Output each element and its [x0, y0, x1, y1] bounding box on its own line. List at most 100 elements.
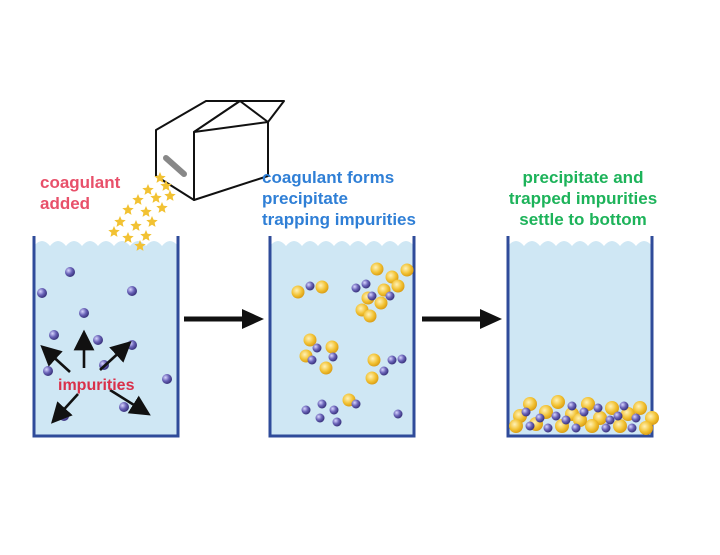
beaker-2-precipitate	[291, 262, 414, 407]
impurity-particle-icon	[305, 281, 315, 291]
right-arrow-icon	[184, 309, 264, 329]
impurity-particle-icon	[65, 267, 75, 277]
precipitate-floc-icon	[391, 279, 405, 293]
beaker-3-sediment	[509, 395, 659, 435]
precipitate-floc-icon	[400, 263, 414, 277]
coagulant-star-icon	[114, 216, 126, 227]
beaker-2-impurities	[301, 279, 407, 427]
coagulant-star-icon	[164, 190, 176, 201]
impurity-particle-icon	[49, 330, 59, 340]
precipitate-floc-icon	[633, 401, 647, 415]
impurity-particle-icon	[315, 413, 325, 423]
impurity-particle-icon	[521, 407, 531, 417]
impurity-particle-icon	[119, 402, 129, 412]
impurity-particle-icon	[37, 288, 47, 298]
impurity-particle-icon	[307, 355, 317, 365]
precipitate-floc-icon	[325, 340, 339, 354]
precipitate-floc-icon	[374, 296, 388, 310]
coagulant-star-icon	[134, 240, 146, 251]
precipitate-floc-icon	[367, 353, 381, 367]
coagulant-star-icon	[142, 184, 154, 195]
coagulant-star-icon	[140, 230, 152, 241]
label-settle: precipitate and trapped impurities settl…	[498, 167, 668, 230]
impurity-particle-icon	[79, 308, 89, 318]
impurity-particle-icon	[351, 283, 361, 293]
coagulant-stars	[108, 172, 176, 251]
precipitate-floc-icon	[573, 413, 587, 427]
coagulant-star-icon	[140, 206, 152, 217]
precipitate-floc-icon	[315, 280, 329, 294]
impurity-particle-icon	[631, 413, 641, 423]
impurity-arrows	[40, 329, 151, 424]
impurity-particle-icon	[329, 405, 339, 415]
precipitate-floc-icon	[509, 419, 523, 433]
label-line: precipitate	[262, 189, 348, 208]
impurity-particle-icon	[317, 399, 327, 409]
impurity-particle-icon	[328, 352, 338, 362]
precipitate-floc-icon	[639, 421, 653, 435]
precipitate-floc-icon	[319, 361, 333, 375]
impurity-particle-icon	[332, 417, 342, 427]
precipitate-floc-icon	[303, 333, 317, 347]
coagulant-star-icon	[132, 194, 144, 205]
precipitate-floc-icon	[585, 419, 599, 433]
impurity-particle-icon	[43, 366, 53, 376]
label-coagulant-added: coagulant added	[40, 172, 120, 214]
impurity-particle-icon	[397, 354, 407, 364]
impurity-particle-icon	[312, 343, 322, 353]
precipitate-floc-icon	[370, 262, 384, 276]
label-line: settle to bottom	[519, 210, 647, 229]
label-impurities: impurities	[58, 377, 135, 394]
impurity-particle-icon	[627, 423, 637, 433]
precipitate-floc-icon	[551, 395, 565, 409]
beaker-3	[506, 236, 654, 438]
impurity-particle-icon	[571, 423, 581, 433]
impurity-particle-icon	[162, 374, 172, 384]
impurity-particle-icon	[561, 415, 571, 425]
precipitate-floc-icon	[523, 397, 537, 411]
precipitate-floc-icon	[363, 309, 377, 323]
impurity-particle-icon	[93, 335, 103, 345]
label-line: precipitate and	[522, 168, 644, 187]
right-arrow-icon	[422, 309, 502, 329]
beaker-1-impurities	[37, 267, 172, 421]
label-line: coagulant	[40, 173, 121, 192]
impurity-particle-icon	[385, 291, 395, 301]
impurity-particle-icon	[393, 409, 403, 419]
coagulant-star-icon	[146, 216, 158, 227]
impurity-particle-icon	[525, 421, 535, 431]
impurity-particle-icon	[619, 401, 629, 411]
impurity-particle-icon	[579, 407, 589, 417]
impurity-particle-icon	[543, 423, 553, 433]
impurity-particle-icon	[535, 413, 545, 423]
coagulant-star-icon	[130, 220, 142, 231]
impurity-particle-icon	[613, 411, 623, 421]
beaker-2	[268, 236, 416, 438]
coagulant-star-icon	[122, 232, 134, 243]
label-line: trapped impurities	[508, 189, 658, 208]
impurity-particle-icon	[361, 279, 371, 289]
coagulant-box-icon	[155, 100, 285, 201]
impurity-particle-icon	[379, 366, 389, 376]
beaker-1	[32, 236, 180, 438]
coagulant-star-icon	[154, 172, 166, 183]
impurity-particle-icon	[601, 423, 611, 433]
label-coagulant-forms: coagulant forms precipitate trapping imp…	[262, 167, 416, 230]
label-line: trapping impurities	[262, 210, 416, 229]
coagulant-star-icon	[150, 192, 162, 203]
precipitate-floc-icon	[291, 285, 305, 299]
impurity-particle-icon	[351, 399, 361, 409]
coagulant-star-icon	[122, 204, 134, 215]
impurity-particle-icon	[301, 405, 311, 415]
impurity-particle-icon	[605, 415, 615, 425]
precipitate-floc-icon	[605, 401, 619, 415]
precipitate-floc-icon	[621, 407, 635, 421]
coagulant-star-icon	[160, 180, 172, 191]
precipitate-floc-icon	[365, 371, 379, 385]
impurity-particle-icon	[593, 403, 603, 413]
precipitate-floc-icon	[613, 419, 627, 433]
coagulant-star-icon	[108, 226, 120, 237]
impurity-particle-icon	[387, 355, 397, 365]
label-line: coagulant forms	[262, 168, 395, 187]
